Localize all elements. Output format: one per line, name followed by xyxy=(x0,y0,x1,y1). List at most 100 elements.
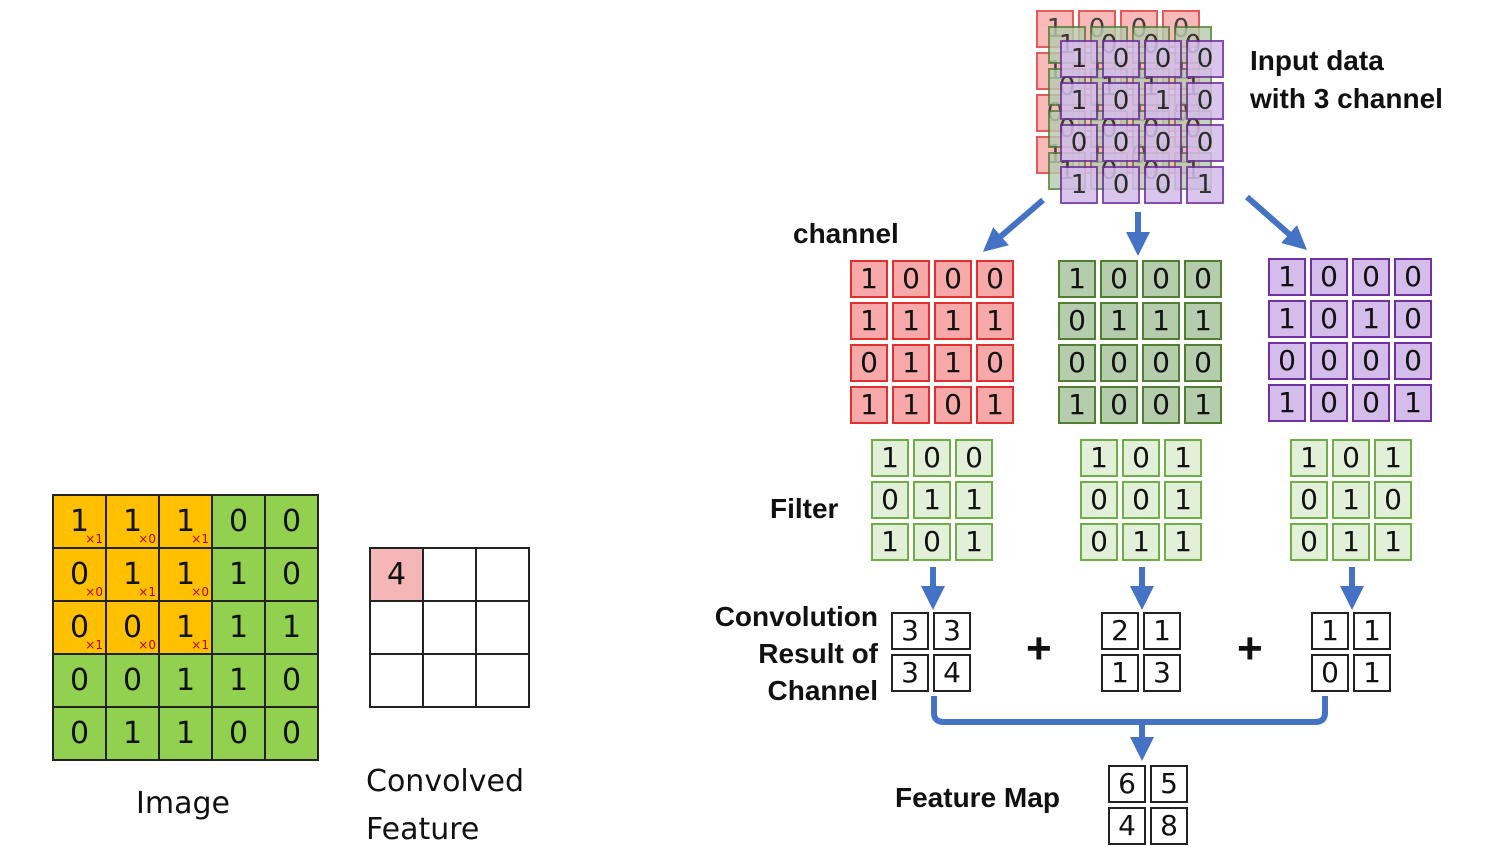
kernel-weight: ×1 xyxy=(85,638,103,652)
channel-cell: 0 xyxy=(1394,258,1432,296)
image-cell: 1×1 xyxy=(106,548,159,601)
input-cell: 1 xyxy=(1144,82,1182,120)
channel-cell: 1 xyxy=(1184,386,1222,424)
channel-cell: 0 xyxy=(1142,260,1180,298)
filter-cell: 0 xyxy=(1122,439,1160,477)
filter-cell: 0 xyxy=(1332,439,1370,477)
input-cell: 1 xyxy=(1060,82,1098,120)
image-cell: 0 xyxy=(212,495,265,548)
input-cell: 0 xyxy=(1186,40,1224,78)
image-label: Image xyxy=(136,786,230,821)
convolved-cell: 4 xyxy=(370,548,423,601)
conv-result-line1: Convolution xyxy=(714,601,878,632)
channel-cell: 1 xyxy=(1268,384,1306,422)
channel-cell: 1 xyxy=(976,302,1014,340)
feature-map-cell: 4 xyxy=(1108,807,1146,845)
convolved-cell xyxy=(370,654,423,707)
filter-cell: 0 xyxy=(913,523,951,561)
input-cell: 0 xyxy=(1144,166,1182,204)
convolved-label-line1: Convolved xyxy=(366,764,525,799)
image-cell: 0 xyxy=(53,654,106,707)
input-cell: 0 xyxy=(1060,124,1098,162)
channel-cell: 1 xyxy=(1268,300,1306,338)
filter-cell: 1 xyxy=(955,523,993,561)
result-cell: 3 xyxy=(933,612,971,650)
filter-cell: 0 xyxy=(1080,481,1118,519)
feature-map-label: Feature Map xyxy=(895,782,1060,813)
channel-cell: 0 xyxy=(1058,302,1096,340)
channel-cell: 0 xyxy=(976,344,1014,382)
channel-cell: 1 xyxy=(934,302,972,340)
image-cell: 0 xyxy=(265,548,318,601)
channel-cell: 0 xyxy=(1100,386,1138,424)
image-cell: 1 xyxy=(212,548,265,601)
image-cell: 0×0 xyxy=(53,548,106,601)
input-cell: 0 xyxy=(1186,124,1224,162)
convolved-cell xyxy=(370,601,423,654)
filter-cell: 0 xyxy=(1290,523,1328,561)
channel-cell: 0 xyxy=(1394,300,1432,338)
result-cell: 1 xyxy=(1143,612,1181,650)
channel-cell: 0 xyxy=(892,260,930,298)
kernel-weight: ×1 xyxy=(85,532,103,546)
channel-cell: 1 xyxy=(850,386,888,424)
filter-cell: 1 xyxy=(955,481,993,519)
channel-cell: 0 xyxy=(1352,258,1390,296)
channel-cell: 0 xyxy=(1310,258,1348,296)
channel-cell: 0 xyxy=(1268,342,1306,380)
filter-cell: 1 xyxy=(1080,439,1118,477)
image-cell: 1 xyxy=(212,654,265,707)
channel-cell: 0 xyxy=(1352,342,1390,380)
filter-cell: 0 xyxy=(1290,481,1328,519)
filter-cell: 1 xyxy=(913,481,951,519)
channel-cell: 1 xyxy=(1352,300,1390,338)
channel-cell: 0 xyxy=(1142,386,1180,424)
result-cell: 4 xyxy=(933,654,971,692)
channel-cell: 1 xyxy=(850,260,888,298)
feature-map-cell: 6 xyxy=(1108,765,1146,803)
kernel-weight: ×0 xyxy=(138,532,156,546)
image-cell: 1×1 xyxy=(53,495,106,548)
input-cell: 0 xyxy=(1186,82,1224,120)
convolved-cell xyxy=(423,601,476,654)
filter-cell: 0 xyxy=(1080,523,1118,561)
convolved-cell xyxy=(476,654,529,707)
filter-cell: 1 xyxy=(1164,481,1202,519)
channel-cell: 1 xyxy=(850,302,888,340)
channel-cell: 0 xyxy=(1142,344,1180,382)
image-cell: 1×1 xyxy=(159,495,212,548)
filter-cell: 1 xyxy=(871,439,909,477)
kernel-weight: ×0 xyxy=(85,585,103,599)
input-label-line2: with 3 channel xyxy=(1250,83,1443,114)
image-cell: 1×0 xyxy=(159,548,212,601)
image-cell: 0×0 xyxy=(106,601,159,654)
convolved-feature-grid: 4 xyxy=(369,547,530,708)
input-cell: 0 xyxy=(1144,40,1182,78)
channel-cell: 1 xyxy=(1100,302,1138,340)
kernel-weight: ×0 xyxy=(138,638,156,652)
arrow-to-purple-channel xyxy=(1245,194,1307,250)
convolved-label-line2: Feature xyxy=(366,812,480,847)
input-cell: 1 xyxy=(1060,166,1098,204)
result-cell: 1 xyxy=(1311,612,1349,650)
channel-cell: 1 xyxy=(892,386,930,424)
filter-cell: 1 xyxy=(1290,439,1328,477)
channel-cell: 0 xyxy=(976,260,1014,298)
convolved-feature-label: Convolved Feature xyxy=(366,758,524,854)
input-label-line1: Input data xyxy=(1250,45,1384,76)
channel-cell: 0 xyxy=(850,344,888,382)
input-cell: 0 xyxy=(1144,124,1182,162)
kernel-weight: ×1 xyxy=(191,532,209,546)
image-cell: 0 xyxy=(265,707,318,760)
convolved-cell xyxy=(423,654,476,707)
